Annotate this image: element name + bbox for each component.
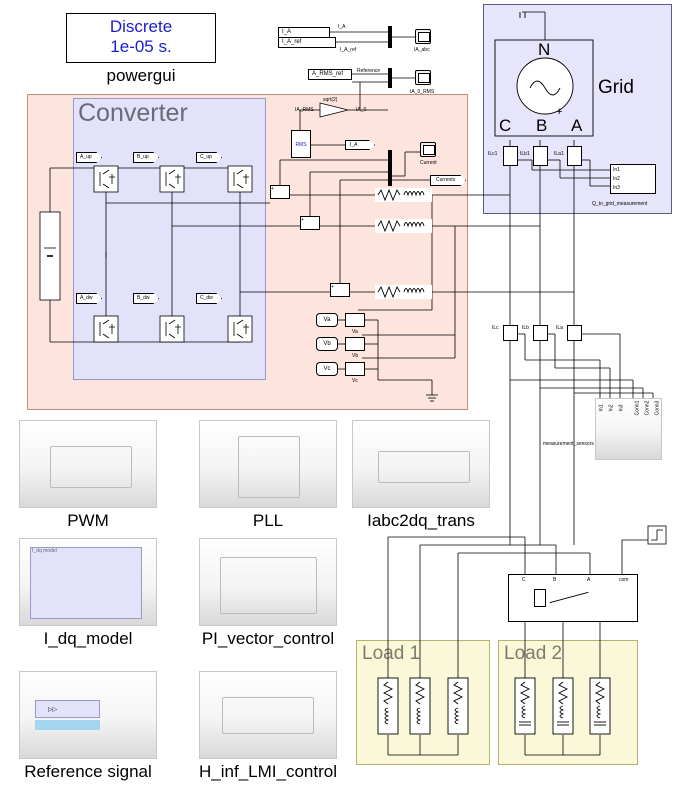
pi-vector-control-subsystem[interactable] (199, 538, 337, 626)
reference-signal-label: Reference signal (24, 762, 152, 781)
ilc1-label: ILc1 (488, 151, 498, 157)
ilc-label: ILc (492, 325, 499, 331)
sqrt-label: sqrt(2) (323, 97, 338, 103)
reference-line-label: Reference (357, 68, 381, 74)
igbt-switch[interactable] (159, 315, 185, 343)
ia-ref-from-tag[interactable]: I_A_ref (278, 37, 336, 48)
grid-terminal-c: C (499, 116, 512, 135)
rms-block[interactable]: RMS (291, 130, 311, 158)
sum-block-c[interactable]: + (330, 283, 350, 297)
gate-c-up[interactable]: C_up (196, 152, 222, 163)
igbt-switch[interactable] (93, 165, 119, 193)
pwm-label: PWM (67, 511, 109, 530)
grid-terminal-a: A (571, 116, 583, 135)
va-meter-label: Va (352, 329, 358, 335)
ia-line-label: I_A (338, 24, 346, 30)
vc-meter[interactable] (345, 362, 365, 376)
va-source[interactable]: Va (316, 313, 338, 327)
vb-source[interactable]: Vb (316, 337, 338, 351)
ia-goto-tag[interactable]: I_A (345, 140, 375, 150)
powergui-label: powergui (106, 66, 176, 85)
grid-meter-ila1[interactable] (567, 146, 582, 166)
powergui-line2: 1e-05 s. (110, 37, 172, 56)
igbt-switch[interactable] (93, 315, 119, 343)
ila-label: ILa (556, 325, 563, 331)
load2-title: Load 2 (504, 643, 563, 664)
pll-subsystem[interactable] (199, 420, 337, 508)
ia0rms-scope-label: IA_0_RMS (410, 89, 435, 95)
gate-a-up[interactable]: A_up (76, 152, 102, 163)
gate-c-dw[interactable]: C_dw (196, 293, 222, 304)
vb-meter-label: Vb (352, 353, 359, 359)
grid-plus: + (556, 106, 563, 118)
meter-ilc[interactable] (503, 325, 518, 341)
measurement-sensors-label: measurement_sensors (543, 441, 594, 447)
a-rms-ref-from-tag[interactable]: A_RMS_ref (308, 69, 352, 80)
igbt-switch[interactable] (159, 165, 185, 193)
iabc-scope-label: IA_abc (414, 47, 430, 53)
grid-terminal-n: N (538, 40, 551, 59)
sum-block-a[interactable]: + (270, 185, 290, 199)
ia0rms-scope[interactable] (415, 70, 431, 85)
reference-signal-subsystem[interactable]: ▷▷ (19, 671, 157, 759)
grid-meter-ilb1[interactable] (533, 146, 548, 166)
ia-ref-line-label: I_A_ref (340, 47, 357, 53)
va-meter[interactable] (345, 313, 365, 327)
three-phase-breaker[interactable]: C B A com (508, 574, 638, 622)
grid-meter-ilc1[interactable] (503, 146, 518, 166)
ia-rms-label: IA_RMS (295, 107, 314, 113)
powergui-line1: Discrete (109, 17, 173, 36)
q-to-grid-label: Q_to_grid_measurement (592, 201, 648, 207)
current-scope-label: Current (420, 160, 437, 166)
pwm-subsystem[interactable] (19, 420, 157, 508)
gate-b-up[interactable]: B_up (133, 152, 159, 163)
ila1-label: ILa1 (554, 151, 564, 157)
meter-ilb[interactable] (533, 325, 548, 341)
iabc-scope[interactable] (415, 29, 431, 44)
idq-model-subsystem[interactable]: I_dq model (19, 538, 157, 626)
idq-model-inner-label: I_dq model (32, 548, 57, 554)
idq-model-label: I_dq_model (43, 629, 133, 648)
pll-label: PLL (252, 511, 284, 530)
load1-title: Load 1 (362, 643, 421, 664)
igbt-switch[interactable] (227, 165, 253, 193)
grid-terminal-b: B (536, 116, 548, 135)
ilb1-label: ILb1 (520, 151, 530, 157)
gate-b-dw[interactable]: B_dw (133, 293, 159, 304)
pi-vector-control-label: PI_vector_control (201, 629, 335, 648)
vc-source[interactable]: Vc (316, 362, 338, 376)
h-inf-lmi-control-subsystem[interactable] (199, 671, 337, 759)
h-inf-lmi-control-label: H_inf_LMI_control (199, 762, 337, 781)
sum-block-b[interactable]: + (300, 216, 320, 230)
converter-title: Converter (78, 99, 188, 127)
powergui-block[interactable]: Discrete 1e-05 s. (66, 13, 216, 63)
iabc2dq-subsystem[interactable] (352, 420, 490, 508)
currents-goto-tag[interactable]: Currents (430, 175, 466, 186)
iabc2dq-label: Iabc2dq_trans (367, 511, 475, 530)
ilb-label: ILb (522, 325, 529, 331)
grid-title: Grid (598, 77, 634, 98)
ia0-label: IA_0 (356, 107, 367, 113)
igbt-switch[interactable] (227, 315, 253, 343)
vc-meter-label: Vc (352, 378, 358, 384)
gate-a-dw[interactable]: A_dw (76, 293, 102, 304)
q-to-grid-block[interactable]: In1 In2 In3 (610, 164, 656, 194)
current-scope[interactable] (420, 142, 436, 157)
meter-ila[interactable] (567, 325, 582, 341)
measurement-sensors-block[interactable]: In1 In2 In3 Conn1 Conn2 Conn3 (595, 398, 662, 460)
vb-meter[interactable] (345, 337, 365, 351)
